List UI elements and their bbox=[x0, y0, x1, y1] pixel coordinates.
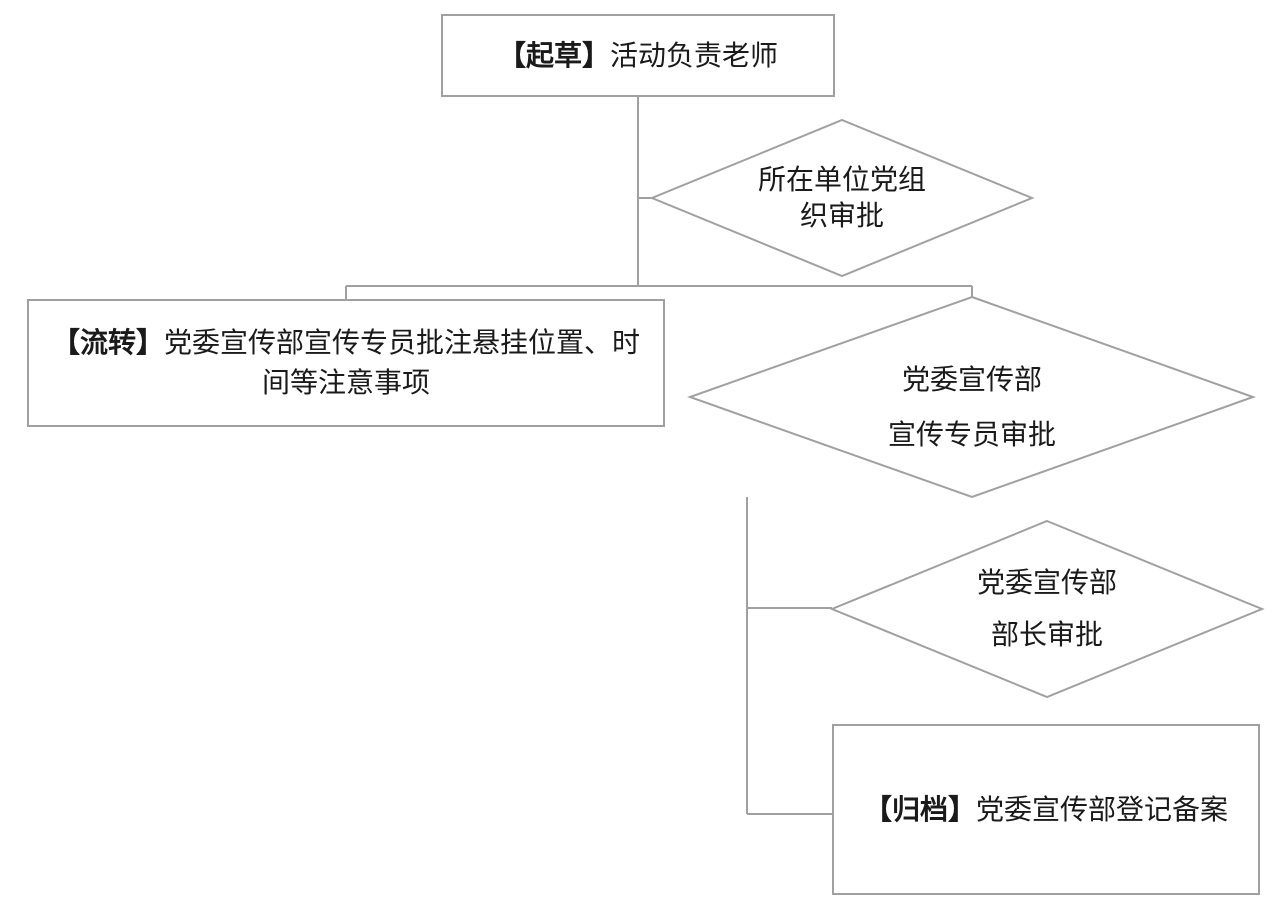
archive-step-text: 党委宣传部登记备案 bbox=[976, 793, 1229, 825]
publicity-specialist-approval-line2: 宣传专员审批 bbox=[887, 419, 1056, 450]
draft-step-tag: 【起草】 bbox=[497, 39, 610, 71]
circulate-step-box: 【流转】党委宣传部宣传专员批注悬挂位置、时间等注意事项 bbox=[27, 299, 665, 427]
publicity-specialist-approval-text: 党委宣传部 宣传专员审批 bbox=[888, 352, 1056, 462]
circulate-step-text: 党委宣传部宣传专员批注悬挂位置、时间等注意事项 bbox=[164, 327, 641, 398]
publicity-director-approval-text: 党委宣传部 部长审批 bbox=[977, 557, 1117, 661]
circulate-step-label: 【流转】党委宣传部宣传专员批注悬挂位置、时间等注意事项 bbox=[48, 323, 644, 403]
unit-party-approval-diamond-shape bbox=[649, 118, 1035, 278]
publicity-specialist-approval-line1: 党委宣传部 bbox=[901, 364, 1042, 395]
archive-step-label: 【归档】党委宣传部登记备案 bbox=[864, 790, 1228, 830]
archive-step-box: 【归档】党委宣传部登记备案 bbox=[832, 724, 1260, 895]
draft-step-text: 活动负责老师 bbox=[610, 39, 779, 71]
publicity-director-approval-label: 党委宣传部 部长审批 bbox=[832, 521, 1262, 697]
draft-step-box: 【起草】活动负责老师 bbox=[441, 14, 835, 97]
unit-party-approval-label: 所在单位党组 织审批 bbox=[652, 120, 1032, 276]
archive-step-tag: 【归档】 bbox=[863, 793, 976, 825]
unit-party-approval-line2: 织审批 bbox=[799, 200, 884, 231]
publicity-specialist-approval-label: 党委宣传部 宣传专员审批 bbox=[690, 297, 1254, 497]
publicity-specialist-approval-diamond-shape bbox=[687, 295, 1256, 499]
unit-party-approval-line1: 所在单位党组 bbox=[757, 164, 926, 195]
circulate-step-tag: 【流转】 bbox=[51, 327, 164, 358]
unit-party-approval-text: 所在单位党组 织审批 bbox=[758, 162, 926, 234]
publicity-director-approval-diamond-shape bbox=[829, 519, 1265, 699]
publicity-director-approval-line2: 部长审批 bbox=[990, 619, 1103, 650]
publicity-director-approval-line1: 党委宣传部 bbox=[976, 567, 1117, 598]
draft-step-label: 【起草】活动负责老师 bbox=[498, 36, 778, 76]
